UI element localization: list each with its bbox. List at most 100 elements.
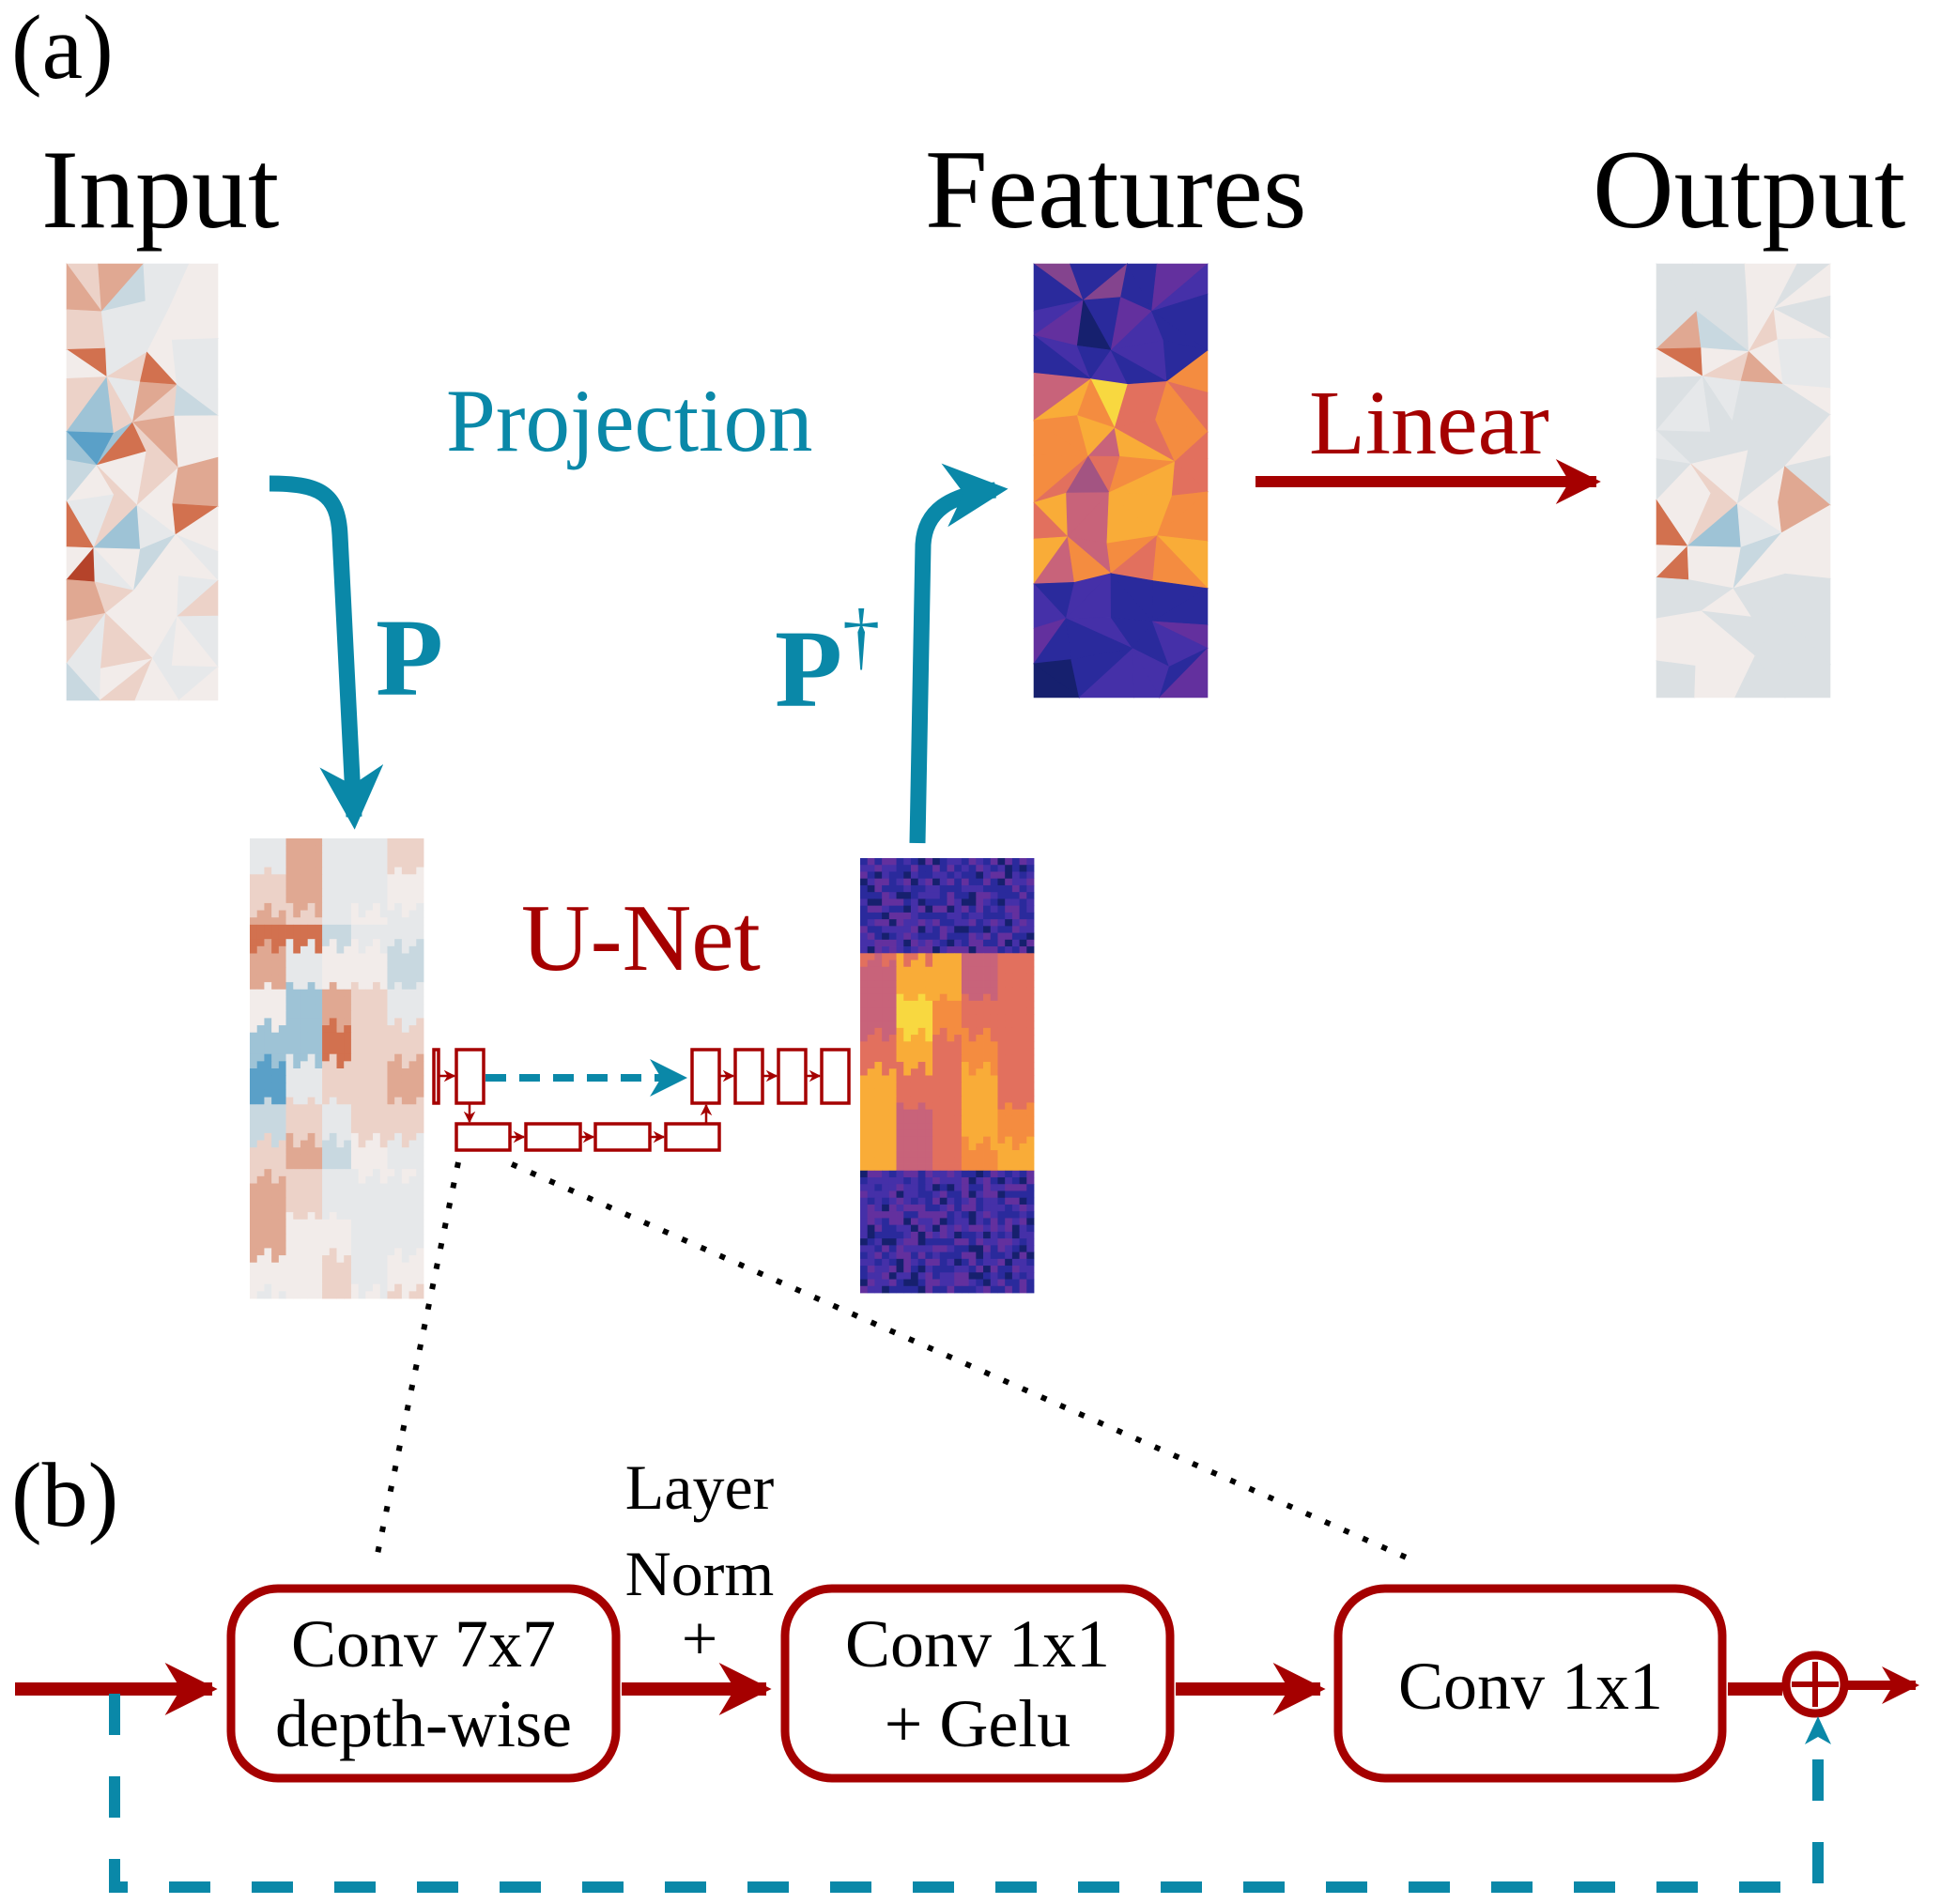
grid-cell [961,865,970,872]
grid-cell [344,1032,352,1040]
grid-cell [947,1021,955,1029]
grid-cell [387,1283,395,1292]
grid-cell [350,1147,360,1156]
grid-cell [307,953,316,961]
grid-cell [947,898,955,907]
grid-cell [264,1089,272,1098]
grid-cell [394,845,403,853]
grid-cell [976,1143,984,1151]
grid-cell [285,1226,294,1235]
grid-cell [939,898,947,907]
grid-cell [264,1126,272,1134]
grid-cell [329,1183,337,1191]
grid-cell [401,1154,409,1162]
grid-cell [968,1048,977,1056]
grid-cell [874,912,883,920]
grid-cell [307,1255,316,1264]
grid-cell [416,1018,424,1026]
grid-cell [939,993,947,1002]
grid-cell [401,1104,409,1113]
grid-cell [271,1183,280,1191]
grid-cell [1011,1238,1020,1246]
grid-cell [939,1157,947,1164]
grid-cell [925,1075,933,1083]
grid-cell [860,1143,869,1151]
grid-cell [882,919,890,927]
grid-cell [250,1140,258,1148]
grid-cell [882,1021,890,1029]
grid-cell [990,1170,998,1178]
grid-cell [976,1041,984,1049]
grid-cell [315,1248,323,1256]
grid-cell [293,1147,301,1156]
grid-cell [264,931,272,940]
residual-arrowhead [1805,1716,1831,1744]
grid-cell [365,1083,374,1091]
grid-cell [285,1047,294,1055]
grid-cell [379,1154,388,1162]
grid-cell [888,932,897,941]
grid-cell [997,1238,1006,1246]
grid-cell [910,953,919,960]
grid-cell [350,1183,360,1191]
grid-cell [947,1197,955,1205]
grid-cell [961,1102,970,1111]
unet-bottleneck-block-2 [524,1122,582,1152]
grid-cell [256,1004,265,1012]
grid-cell [264,917,272,926]
grid-cell [379,924,388,932]
mesh-cell [66,662,101,701]
grid-cell [416,1277,424,1285]
grid-cell [401,1097,409,1105]
grid-cell [968,1157,977,1164]
grid-cell [939,865,947,872]
grid-cell [250,867,258,875]
grid-cell [373,989,381,997]
grid-cell [1026,892,1035,899]
grid-cell [250,1104,258,1113]
grid-cell [947,1224,955,1233]
grid-cell [1005,1266,1013,1273]
grid-cell [968,1170,977,1178]
grid-cell [976,1245,984,1252]
grid-cell [1026,980,1035,988]
grid-cell [365,910,374,918]
grid-cell [954,892,963,899]
grid-cell [416,960,424,969]
grid-cell [903,932,912,941]
grid-cell [394,1126,403,1134]
grid-cell [285,838,294,847]
grid-cell [373,888,381,897]
grid-cell [947,1163,955,1172]
grid-cell [947,1082,955,1090]
grid-cell [285,1147,294,1156]
grid-cell [990,1136,998,1144]
grid-cell [1005,871,1013,880]
grid-cell [344,1240,352,1249]
grid-cell [315,975,323,983]
grid-cell [401,1248,409,1256]
grid-cell [896,966,904,975]
grid-cell [315,881,323,889]
grid-cell [961,932,970,941]
grid-cell [1005,1102,1013,1111]
grid-cell [903,1211,912,1219]
grid-cell [307,1010,316,1019]
grid-cell [416,1161,424,1170]
grid-cell [968,1190,977,1199]
grid-cell [336,996,345,1005]
grid-cell [939,1054,947,1063]
grid-cell [344,859,352,868]
grid-cell [373,1234,381,1242]
grid-cell [285,1032,294,1040]
grid-cell [1005,1204,1013,1212]
grid-cell [939,932,947,941]
grid-cell [293,924,301,932]
grid-cell [997,1150,1006,1158]
grid-cell [867,905,875,914]
grid-cell [250,1032,258,1040]
grid-cell [954,1204,963,1212]
grid-cell [394,975,403,983]
grid-cell [365,1097,374,1105]
grid-cell [264,1075,272,1083]
